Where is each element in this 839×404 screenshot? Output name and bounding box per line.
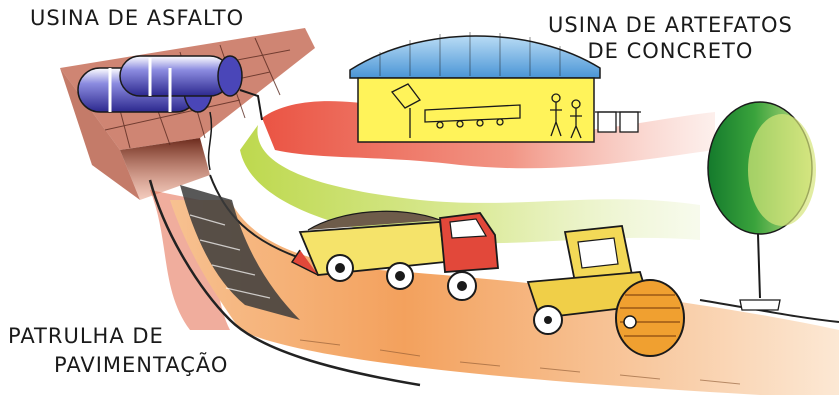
label-asphalt-plant: USINA DE ASFALTO <box>30 6 245 30</box>
label-concrete-plant-line1: USINA DE ARTEFATOS <box>548 13 793 37</box>
label-paving-patrol-line2: PAVIMENTAÇÃO <box>54 353 229 377</box>
label-concrete-plant: USINA DE ARTEFATOS DE CONCRETO <box>548 12 793 64</box>
tree-icon <box>707 101 816 311</box>
factory-icon <box>349 32 641 143</box>
label-paving-patrol: PATRULHA DE PAVIMENTAÇÃO <box>8 322 228 380</box>
road-roller-icon <box>526 225 685 357</box>
asphalt-flow <box>150 190 230 330</box>
asphalt-tank-icon <box>77 55 263 171</box>
label-paving-patrol-line1: PATRULHA DE <box>8 324 164 348</box>
worker-icon <box>550 93 582 139</box>
label-concrete-plant-line2: DE CONCRETO <box>587 39 754 63</box>
dump-truck-icon <box>290 210 499 301</box>
